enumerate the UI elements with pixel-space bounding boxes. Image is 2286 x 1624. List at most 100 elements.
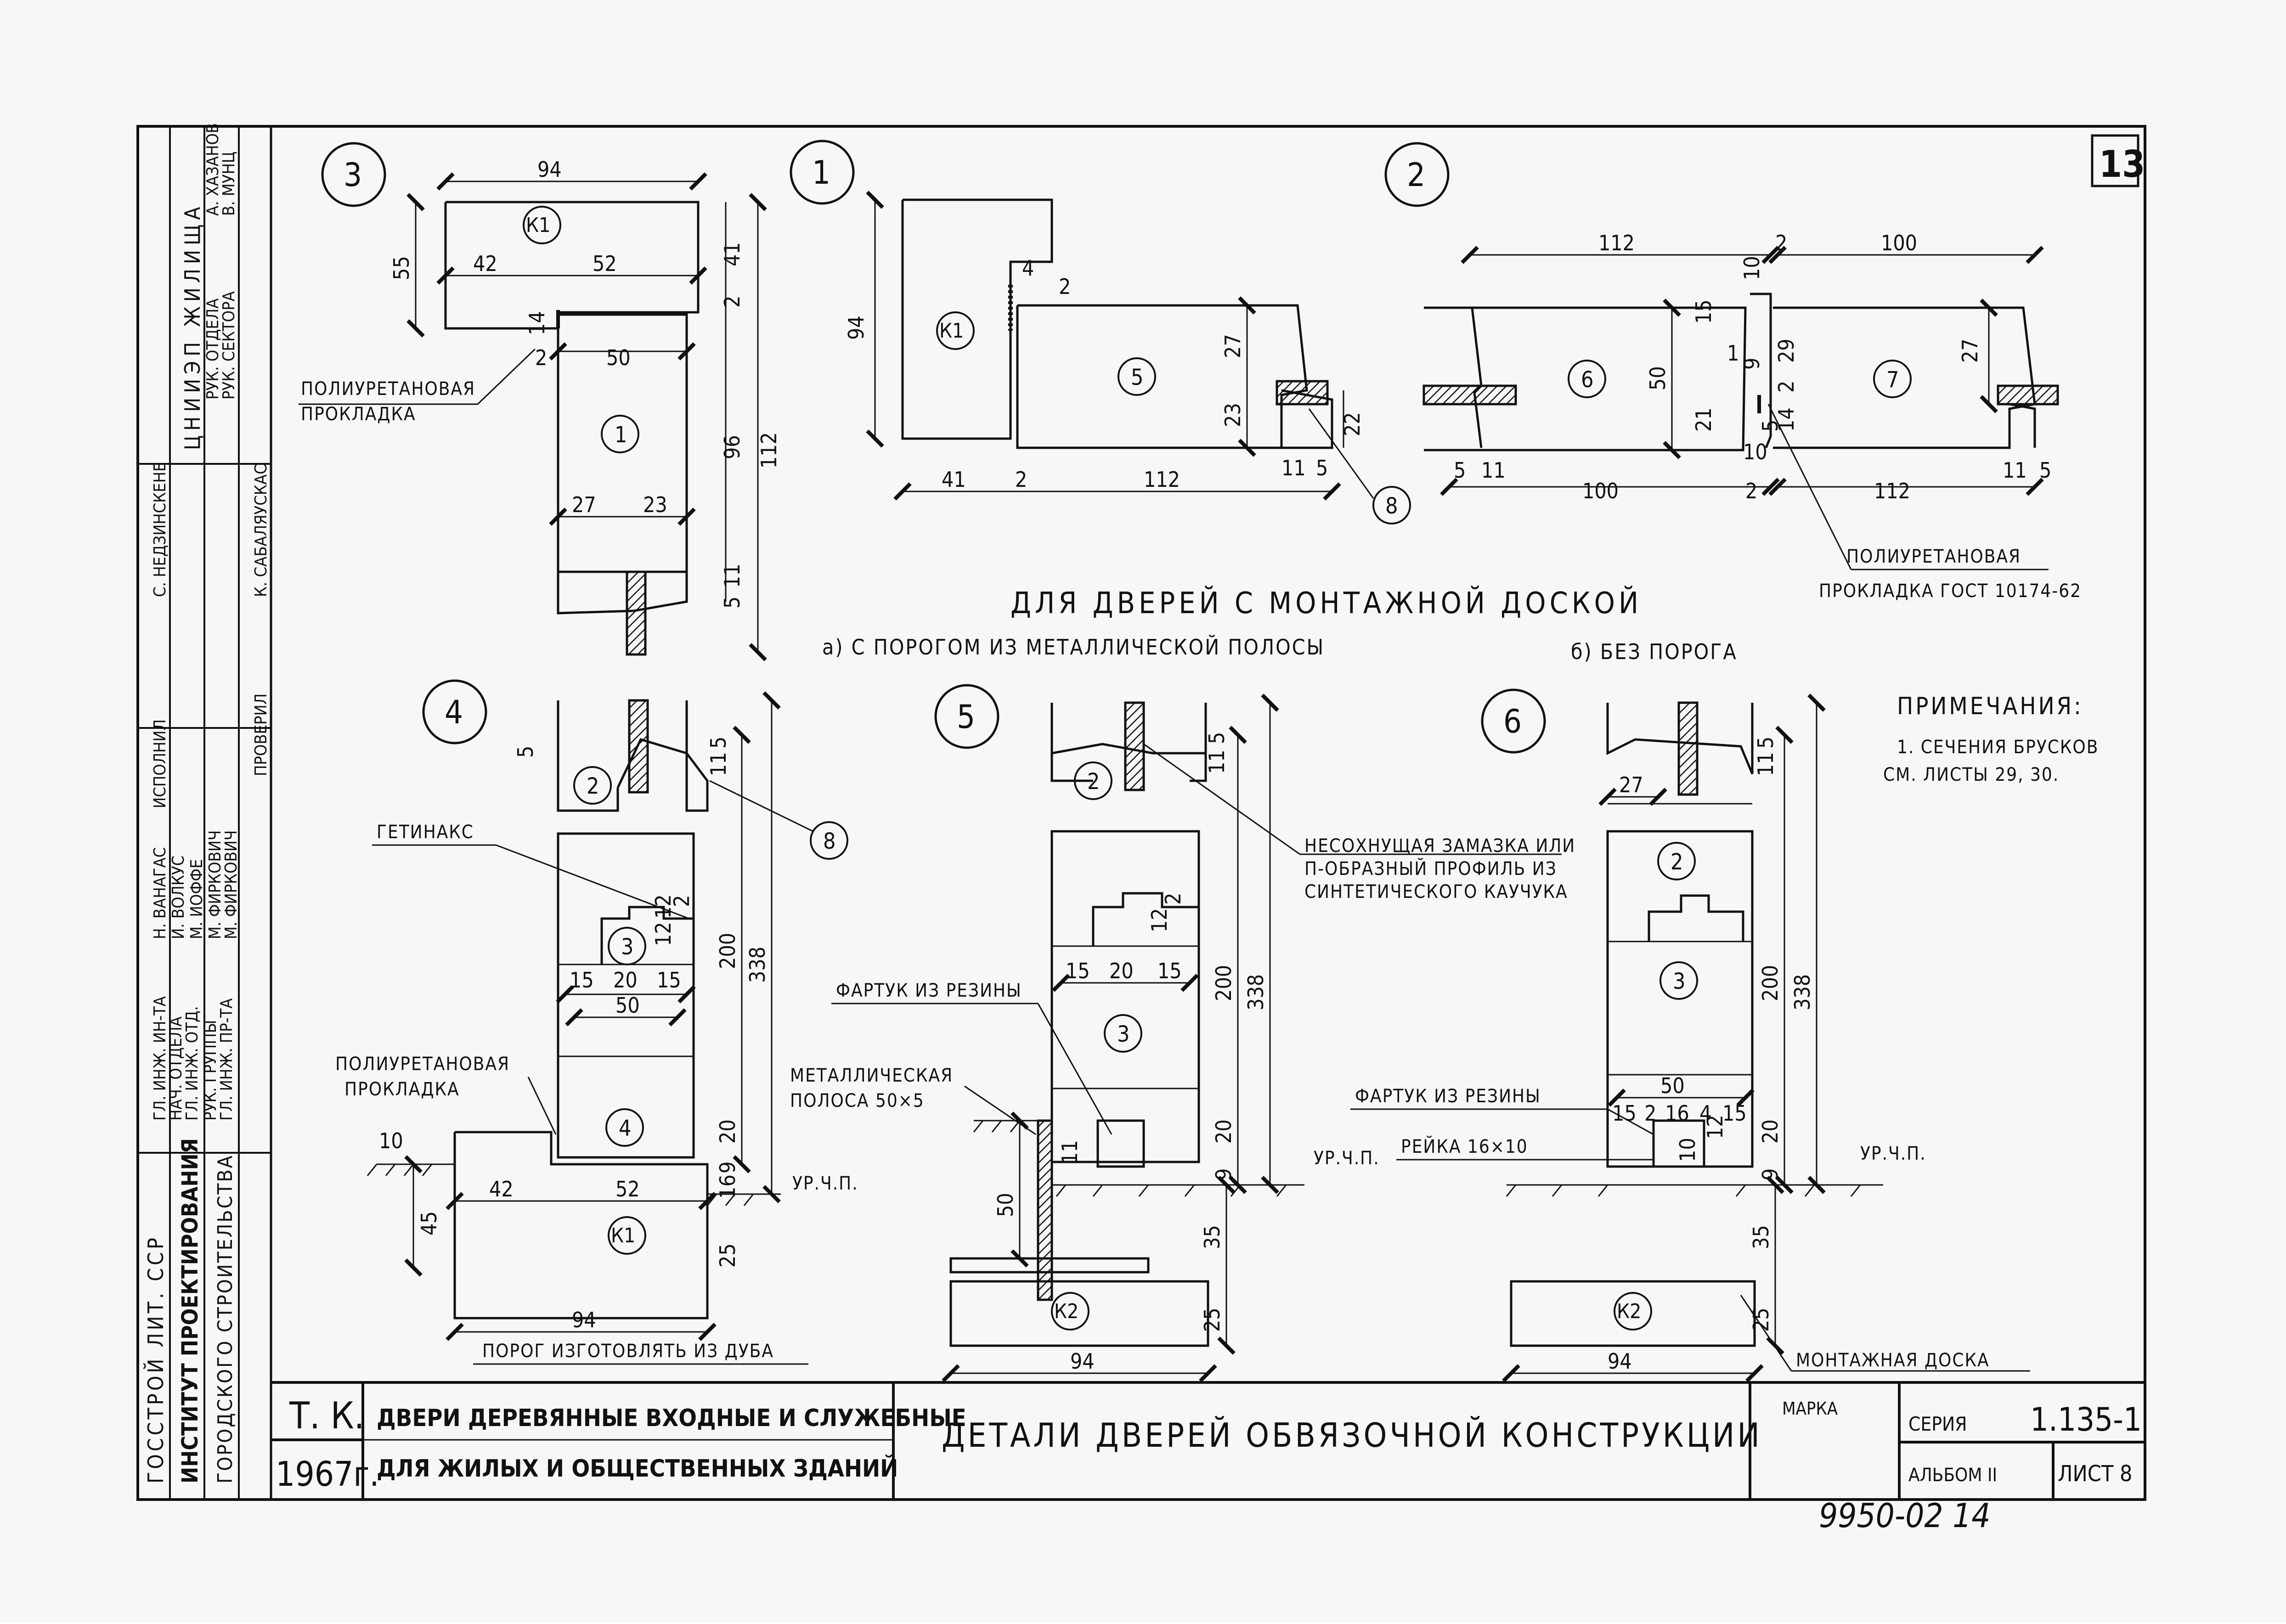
d5-apron: ФАРТУК ИЗ РЕЗИНЫ [836,980,1022,1001]
d6-dim-5: 5 [1753,737,1778,749]
d6-dim-16: 16 [1665,1101,1689,1126]
stamp-role-1: ГЛ. ИНЖ. ИН-ТА [151,996,169,1121]
d2-part-6: 6 [1581,367,1593,393]
d3-dim-2a: 2 [720,296,745,308]
d2-dim-5b: 5 [1454,458,1466,483]
stamp-role-c1: РУК. ОТДЕЛА [203,299,222,400]
d5-dim-9: 9 [1211,1168,1236,1180]
d2-dim-100a: 100 [1881,231,1917,255]
d4-dim-5b: 5 [706,737,731,749]
d4-floor-level: УР.Ч.П. [792,1173,858,1194]
d1-dim-11: 11 [1281,456,1306,480]
d4-gasket-label-2: ПРОКЛАДКА [344,1079,460,1100]
d6-dim-11: 11 [1753,752,1778,776]
d4-dim-52: 52 [615,1177,640,1201]
d1-dim-94: 94 [844,316,869,340]
d4-dim-42: 42 [489,1177,514,1201]
d6-dim-50: 50 [1660,1073,1685,1098]
notes-line-1: 1. СЕЧЕНИЯ БРУСКОВ [1897,737,2099,758]
d3-dim-50: 50 [606,345,631,370]
d3-dim-42: 42 [473,251,497,276]
d6-dim-9: 9 [1758,1168,1783,1180]
d1-part-8: 8 [1385,493,1398,519]
d5-metal-2: ПОЛОСА 50×5 [790,1090,925,1111]
d1-dim-112: 112 [1144,467,1180,492]
d1-dim-2a: 2 [1059,274,1071,299]
d3-dim-94: 94 [537,157,562,182]
d4-circle: 4 [445,694,463,731]
d2-part-7: 7 [1886,367,1899,393]
d5-metal-1: МЕТАЛЛИЧЕСКАЯ [790,1065,953,1086]
d6-apron: ФАРТУК ИЗ РЕЗИНЫ [1355,1086,1541,1107]
d2-dim-112b: 112 [1874,479,1910,503]
d3-dim-23: 23 [643,492,667,517]
d4-gasket-label-1: ПОЛИУРЕТАНОВАЯ [335,1054,510,1075]
d2-dim-21: 21 [1691,407,1716,432]
d4-getinaks: ГЕТИНАКС [377,822,474,843]
d4-oak-label: ПОРОГ ИЗГОТОВЛЯТЬ ИЗ ДУБА [482,1341,774,1362]
stamp-org-2: ИНСТИТУТ ПРОЕКТИРОВАНИЯ [177,1138,203,1483]
detail-3 [321,142,700,656]
detail-5 [934,684,1304,1347]
d5-dim-20b: 20 [1211,1119,1236,1144]
d2-dim-14: 14 [1774,407,1799,432]
d5-dim-12: 12 [1147,908,1172,932]
d4-dim-338: 338 [745,947,770,983]
d6-floor-level: УР.Ч.П. [1860,1143,1926,1164]
d3-part-1: 1 [615,422,627,448]
stamp-name-3: М. ИОФФЕ [187,859,206,939]
inventory-number: 9950-02 14 [1819,1496,1991,1535]
stamp-name-c1: А. ХАЗАНОВ [203,123,222,216]
stamp-check-label: ПРОВЕРИЛ [252,694,271,776]
d4-dim-94: 94 [572,1308,596,1332]
stamp-org-1: ГОССТРОЙ ЛИТ. ССР [143,1235,168,1483]
ground-hatching [367,1120,1861,1206]
tb-sheet-title: ДЕТАЛИ ДВЕРЕЙ ОБВЯЗОЧНОЙ КОНСТРУКЦИИ [942,1416,1762,1455]
d1-dim-4: 4 [1022,256,1034,281]
d4-dim-20b: 20 [715,1119,740,1144]
stamp-tsniiep: ЦНИИЭП ЖИЛИЩА [180,202,205,450]
stamp-exec-label: ИСПОЛНИЛ [151,719,169,808]
d5-dim-11b: 11 [1057,1140,1082,1164]
d3-dim-2b: 2 [535,345,547,370]
d1-dim-22: 22 [1340,412,1365,436]
d2-circle: 2 [1407,156,1425,194]
stamp-role-5: ГЛ. ИНЖ. ПР-ТА [217,998,236,1121]
tb-tk: Т. К. [289,1394,365,1437]
d2-dim-2a: 2 [1775,231,1787,255]
d3-dim-5: 5 [720,597,745,609]
d6-rail: РЕЙКА 16×10 [1401,1135,1528,1157]
d1-part-5: 5 [1131,365,1143,390]
tb-seriya-label: СЕРИЯ [1908,1413,1967,1435]
d6-part-3: 3 [1673,969,1685,994]
stamp-org-3: ГОРОДСКОГО СТРОИТЕЛЬСТВА [214,1154,237,1483]
d4-dim-9: 9 [715,1162,740,1173]
d5-part-3: 3 [1117,1021,1129,1047]
stamp-check-name: К. САБАЛЯУСКАС [252,464,271,597]
tb-year: 1967г. [276,1455,379,1494]
d1-dim-27: 27 [1220,334,1245,358]
d4-dim-20: 20 [613,968,638,992]
d1-part-k1: К1 [939,319,964,343]
d6-dim-94: 94 [1608,1349,1632,1374]
d6-dim-15a: 15 [1612,1101,1637,1126]
detail-1 [790,140,1333,449]
d5-dim-200: 200 [1211,965,1236,1001]
d1-circle: 1 [812,154,830,192]
d3-part-k1: К1 [526,214,550,237]
d2-dim-29: 29 [1774,338,1799,363]
d5-part-2: 2 [1087,769,1100,795]
tb-product-1: ДВЕРИ ДЕРЕВЯННЫЕ ВХОДНЫЕ И СЛУЖЕБНЫЕ [377,1404,966,1432]
stamp-name-1: Н. ВАНАГАС [151,847,169,939]
tb-marka-label: МАРКА [1782,1398,1838,1419]
d4-dim-45: 45 [417,1211,441,1235]
d2-dim-112a: 112 [1598,231,1635,255]
side-stamp [138,126,271,1500]
d3-gasket-label-1: ПОЛИУРЕТАНОВАЯ [301,378,475,400]
variant-b-heading: б) БЕЗ ПОРОГА [1571,639,1738,664]
d4-part-3: 3 [621,934,633,960]
d5-dim-338: 338 [1243,974,1268,1010]
d5-part-k2: К2 [1054,1300,1078,1323]
